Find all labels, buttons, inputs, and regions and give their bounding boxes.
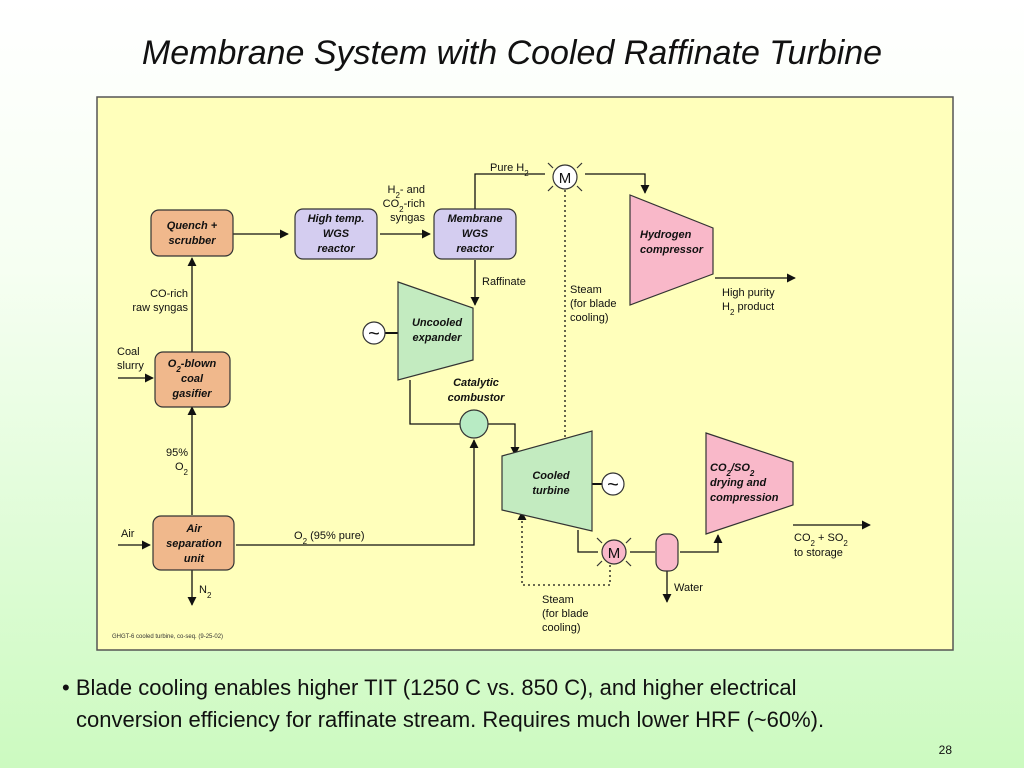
gasifier-label-1: O2-blown bbox=[168, 358, 217, 374]
steam-lower-label-3: cooling) bbox=[542, 622, 581, 634]
membrane-label-1: Membrane bbox=[447, 213, 502, 225]
gasifier-label-3: gasifier bbox=[171, 388, 212, 400]
raffinate-label: Raffinate bbox=[482, 276, 526, 288]
flow-combustor-to-turbine bbox=[488, 423, 520, 456]
steam-upper-label-1: Steam bbox=[570, 284, 602, 296]
wgs-label-1: High temp. bbox=[308, 213, 365, 225]
page-number: 28 bbox=[938, 743, 952, 757]
asu-label-1: Air bbox=[185, 523, 202, 535]
bullet-line-2: conversion efficiency for raffinate stre… bbox=[76, 707, 825, 732]
flow-separator-to-co2 bbox=[680, 534, 723, 553]
pure-h2-label: Pure H2 bbox=[490, 162, 529, 178]
turbine-label-2: turbine bbox=[532, 485, 569, 497]
bullet-text: • Blade cooling enables higher TIT (1250… bbox=[62, 672, 962, 736]
gasifier-block[interactable]: O2-blown coal gasifier bbox=[154, 351, 231, 408]
h2-compressor-label-1: Hydrogen bbox=[640, 229, 692, 241]
turbine-label-1: Cooled bbox=[532, 470, 570, 482]
flow-expander-to-combustor bbox=[409, 380, 460, 425]
co-rich-label-1: CO-rich bbox=[150, 288, 188, 300]
bullet-marker: • bbox=[62, 675, 70, 700]
generator-symbol-icon: ~ bbox=[368, 323, 380, 345]
flow-hx-to-compressor bbox=[585, 173, 650, 194]
heat-exchanger-upper[interactable]: M bbox=[547, 162, 583, 192]
o2-95-label-1: 95% bbox=[166, 447, 188, 459]
coal-slurry-label-2: slurry bbox=[117, 360, 144, 372]
steam-upper-label-2: (for blade bbox=[570, 298, 616, 310]
o2-pure-label: O2 (95% pure) bbox=[294, 530, 365, 546]
steam-lines bbox=[517, 190, 611, 586]
air-separation-unit-block[interactable]: Air separation unit bbox=[152, 515, 235, 571]
turbine-generator: ~ bbox=[601, 472, 625, 496]
expander-label-2: expander bbox=[413, 332, 463, 344]
flow-membrane-to-hx bbox=[474, 173, 545, 209]
co2-compressor-label-2: drying and bbox=[710, 477, 767, 489]
steam-lower-label-1: Steam bbox=[542, 594, 574, 606]
co2-compressor-label-1: CO2/SO2 bbox=[710, 462, 755, 478]
co2-storage-label-2: to storage bbox=[794, 547, 843, 559]
slide-title: Membrane System with Cooled Raffinate Tu… bbox=[141, 34, 883, 72]
wgs-label-3: reactor bbox=[317, 243, 355, 255]
wgs-label-2: WGS bbox=[323, 228, 350, 240]
combustor-label-2: combustor bbox=[448, 392, 506, 404]
combustor-label-1: Catalytic bbox=[453, 377, 499, 389]
hydrogen-compressor[interactable]: Hydrogen compressor bbox=[629, 194, 714, 306]
h2-co2-syngas-label-1: H2- and bbox=[388, 184, 425, 200]
co-rich-label-2: raw syngas bbox=[132, 302, 188, 314]
quench-scrubber-block[interactable]: Quench + scrubber bbox=[150, 209, 234, 257]
expander-label-1: Uncooled bbox=[412, 317, 462, 329]
asu-label-2: separation bbox=[166, 538, 222, 550]
high-purity-label-1: High purity bbox=[722, 287, 775, 299]
co2-compressor[interactable]: CO2/SO2 drying and compression bbox=[705, 432, 794, 535]
diagram-panel bbox=[96, 96, 954, 651]
generator-symbol-icon: ~ bbox=[607, 474, 619, 496]
co2-compressor-label-3: compression bbox=[710, 492, 779, 504]
flow-lines bbox=[118, 173, 871, 606]
diagram-footnote: GHGT-6 cooled turbine, co-seq. (9-25-02) bbox=[112, 634, 223, 640]
asu-label-3: unit bbox=[184, 553, 205, 565]
gasifier-label-2: coal bbox=[181, 373, 204, 385]
n2-label: N2 bbox=[199, 584, 212, 600]
wgs-reactor-block[interactable]: High temp. WGS reactor bbox=[294, 208, 378, 260]
quench-label-1: Quench + bbox=[167, 220, 218, 232]
cooled-turbine[interactable]: Cooled turbine bbox=[501, 430, 593, 532]
flow-o2-to-combustor bbox=[236, 439, 479, 546]
membrane-label-2: WGS bbox=[462, 228, 489, 240]
bullet-line-1: Blade cooling enables higher TIT (1250 C… bbox=[75, 675, 797, 700]
steam-upper-label-3: cooling) bbox=[570, 312, 609, 324]
co2-storage-label-1: CO2 + SO2 bbox=[794, 532, 848, 548]
heat-exchanger-icon: M bbox=[559, 170, 572, 187]
heat-exchanger-icon: M bbox=[608, 545, 621, 562]
uncooled-expander[interactable]: Uncooled expander bbox=[397, 281, 474, 381]
h2-compressor-label-2: compressor bbox=[640, 244, 704, 256]
membrane-label-3: reactor bbox=[456, 243, 494, 255]
h2-co2-syngas-label-2: CO2-rich bbox=[383, 198, 425, 214]
steam-line-lower bbox=[517, 511, 611, 586]
water-separator[interactable] bbox=[655, 533, 679, 572]
o2-95-label-2: O2 bbox=[175, 461, 189, 477]
steam-lower-label-2: (for blade bbox=[542, 608, 588, 620]
high-purity-label-2: H2 product bbox=[722, 301, 774, 317]
air-label: Air bbox=[121, 528, 135, 540]
h2-co2-syngas-label-3: syngas bbox=[390, 212, 425, 224]
quench-label-2: scrubber bbox=[168, 235, 216, 247]
expander-generator: ~ bbox=[362, 321, 386, 345]
membrane-reactor-block[interactable]: Membrane WGS reactor bbox=[433, 208, 517, 260]
heat-exchanger-lower[interactable]: M bbox=[596, 537, 632, 567]
water-label: Water bbox=[674, 582, 703, 594]
flow-turbine-to-hx bbox=[577, 530, 598, 553]
catalytic-combustor[interactable] bbox=[459, 409, 489, 439]
coal-slurry-label-1: Coal bbox=[117, 346, 140, 358]
